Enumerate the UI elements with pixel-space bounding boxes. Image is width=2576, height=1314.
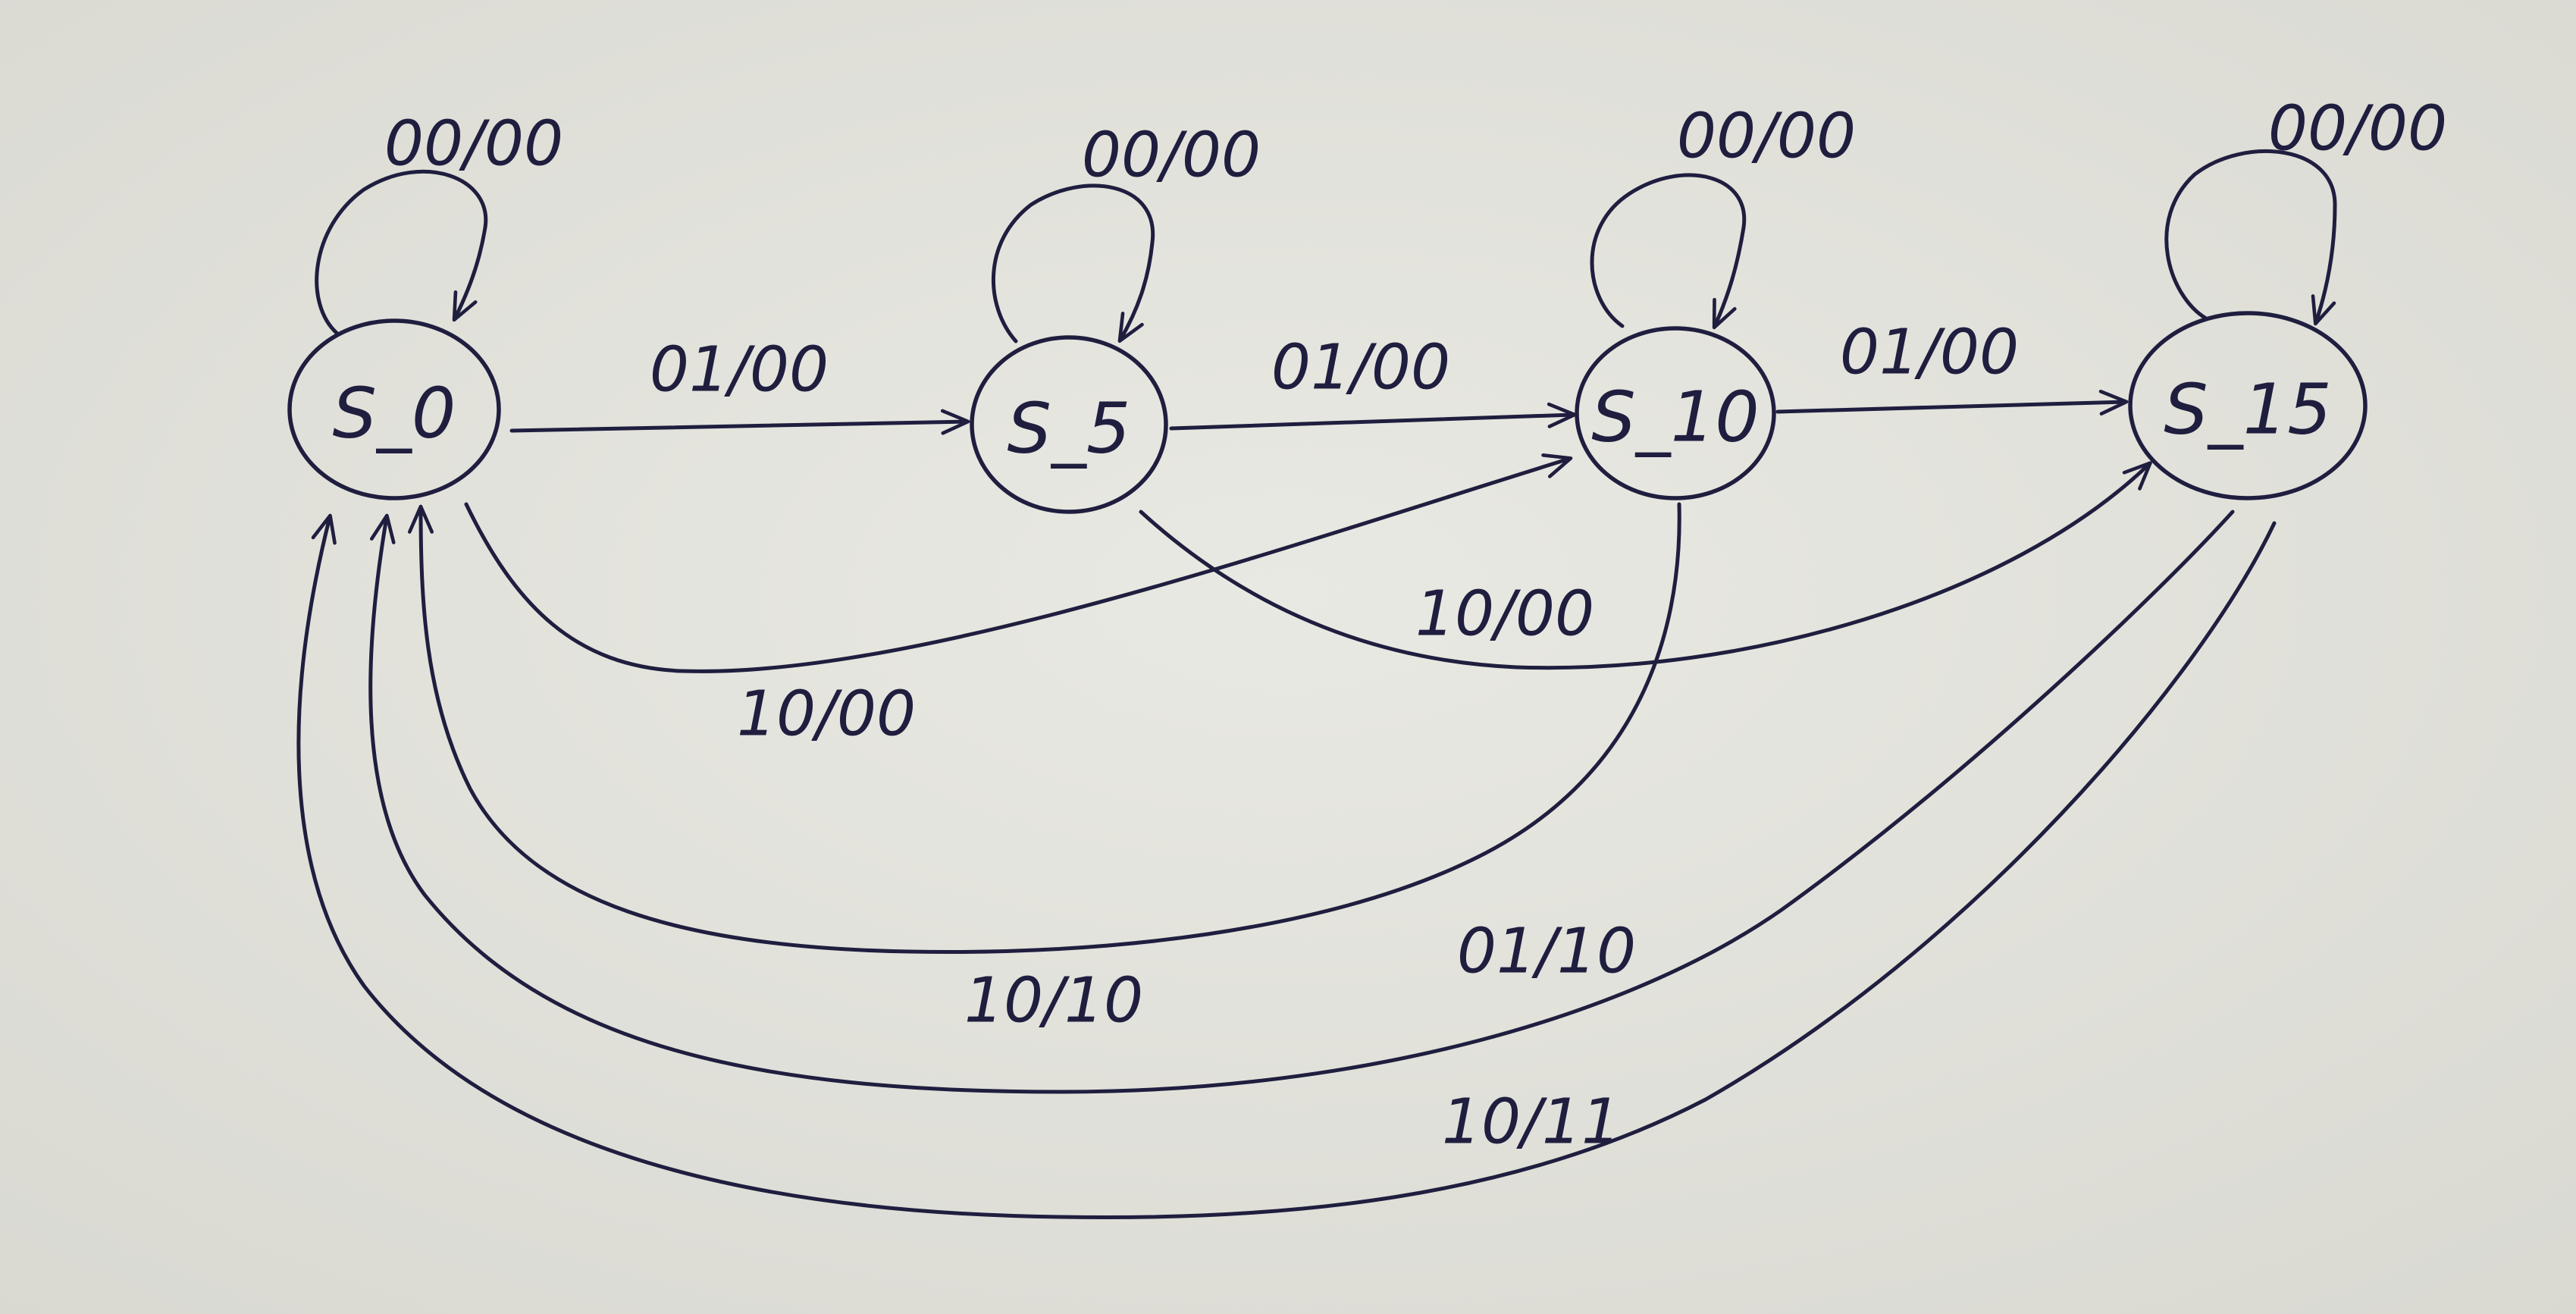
edge-label-S_0-S_0: 00/00 — [384, 108, 563, 180]
edge-label-S_5-S_5: 00/00 — [1082, 120, 1261, 192]
self-loop-S_0: 00/00 — [315, 108, 563, 336]
transition-S_5-S_15: 10/00 — [1139, 461, 2152, 670]
state-S_10: S_10 — [1575, 326, 1776, 500]
edge-label-S_10-S_15: 01/00 — [1840, 317, 2019, 389]
transition-S_0-S_10: 10/00 — [464, 453, 1573, 751]
edge-label-S_5-S_10: 01/00 — [1271, 332, 1450, 404]
state-label-S_0: S_0 — [333, 373, 456, 454]
transition-S_0-S_5: 01/00 — [509, 334, 970, 435]
edge-label-S_10-S_10: 00/00 — [1677, 101, 1856, 173]
transition-S_15-S_0-10: 10/11 — [296, 513, 2277, 1220]
state-label-S_5: S_5 — [1008, 388, 1131, 469]
edge-label-S_15-S_0-01: 01/10 — [1457, 916, 1636, 988]
self-loop-S_15: 00/00 — [2164, 93, 2447, 326]
self-loop-S_5: 00/00 — [992, 120, 1261, 343]
transition-S_15-S_0-01: 01/10 — [368, 510, 2235, 1094]
edge-label-S_0-S_10: 10/00 — [737, 679, 916, 751]
self-loop-S_10: 00/00 — [1590, 101, 1856, 330]
edge-label-S_5-S_15: 10/00 — [1415, 579, 1594, 651]
state-S_5: S_5 — [970, 335, 1168, 514]
state-label-S_10: S_10 — [1591, 377, 1759, 458]
edge-label-S_10-S_0: 10/10 — [964, 965, 1143, 1037]
state-S_15: S_15 — [2128, 311, 2368, 500]
edge-label-S_15-S_15: 00/00 — [2268, 93, 2447, 165]
edge-label-S_15-S_0-10: 10/11 — [1442, 1087, 1621, 1159]
edge-label-S_0-S_5: 01/00 — [650, 334, 829, 406]
state-label-S_15: S_15 — [2164, 369, 2331, 450]
transition-S_10-S_0: 10/10 — [407, 502, 1681, 1037]
transition-S_10-S_15: 01/00 — [1775, 317, 2129, 416]
state-S_0: S_0 — [287, 318, 501, 500]
transition-S_5-S_10: 01/00 — [1169, 332, 1577, 431]
